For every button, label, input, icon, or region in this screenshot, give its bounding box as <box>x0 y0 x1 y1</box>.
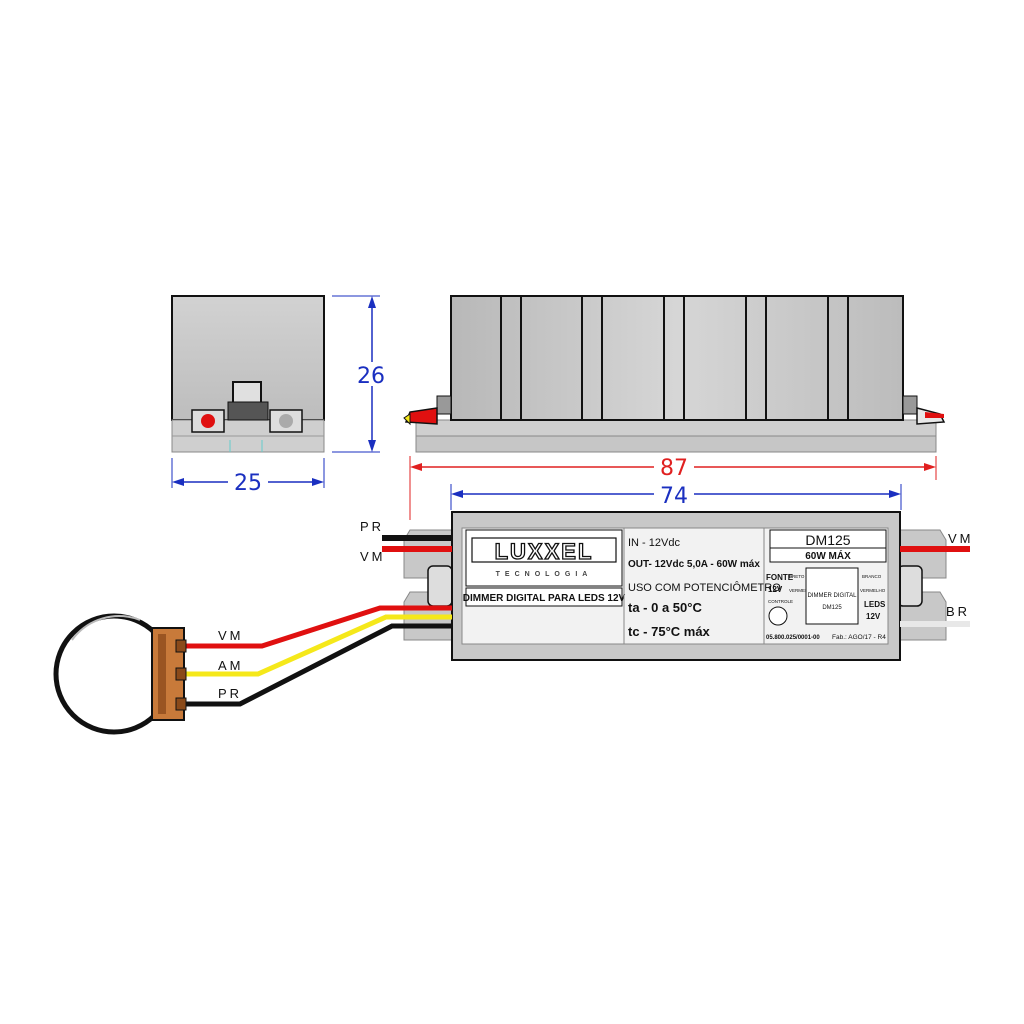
total-length-dimension: 87 <box>409 454 937 520</box>
spec-output: OUT- 12Vdc 5,0A - 60W máx <box>628 559 760 570</box>
label-fonte-v: 12V <box>768 585 783 594</box>
label-leds: LEDS <box>864 600 886 609</box>
brand-subtitle: TECNOLOGIA <box>496 571 593 578</box>
wire-label-output-white: BR <box>946 604 970 619</box>
height-dimension: 26 <box>332 295 392 453</box>
body-length-dimension: 74 <box>450 482 902 510</box>
wire-label-pot-red: VM <box>218 628 244 643</box>
wire-label-pot-black: PR <box>218 686 242 701</box>
brand-logo: LUXXEL <box>495 539 594 564</box>
model-power: 60W MÁX <box>805 549 851 562</box>
spec-ta: ta - 0 a 50°C <box>628 600 702 615</box>
dimmer-top-view: LUXXEL TECNOLOGIA DIMMER DIGITAL PARA LE… <box>403 511 947 661</box>
end-view: 25 <box>171 295 325 496</box>
inner-label-2: DM125 <box>822 605 842 611</box>
serial-number: 05.800.025/0001-00 <box>766 635 820 641</box>
wire-label-input-red: VM <box>360 549 386 564</box>
dim-height: 26 <box>357 364 385 389</box>
potentiometer <box>53 613 187 735</box>
label-leds-v: 12V <box>866 612 881 621</box>
spec-input: IN - 12Vdc <box>628 537 680 549</box>
dim-body-length: 74 <box>660 484 688 509</box>
label-vermelho-out: VERMELHO <box>860 588 886 593</box>
label-vermelho-in: VERMELHO <box>789 588 815 593</box>
dim-total-length: 87 <box>660 456 688 481</box>
pot-black-wire <box>176 623 452 707</box>
gray-terminal-dot <box>279 414 293 428</box>
red-terminal-dot <box>201 414 215 428</box>
fab-date: Fab.: AGO/17 - R4 <box>832 634 886 641</box>
product-title: DIMMER DIGITAL PARA LEDS 12V <box>463 593 626 604</box>
label-controle: CONTROLE <box>768 599 793 604</box>
inner-label-1: DIMMER DIGITAL <box>808 593 858 599</box>
potentiometer-symbol-icon <box>768 606 788 626</box>
label-fonte: FONTE <box>766 573 794 582</box>
label-preto: PRETO <box>789 574 805 579</box>
label-branco: BRANCO <box>862 574 882 579</box>
wire-label-input-black: PR <box>360 519 384 534</box>
side-view <box>403 295 946 453</box>
pot-yellow-wire <box>176 614 452 677</box>
wire-label-pot-yellow: AM <box>218 658 244 673</box>
dim-width: 25 <box>234 471 262 496</box>
pot-red-wire <box>176 605 452 649</box>
wire-label-output-red: VM <box>948 531 974 546</box>
spec-usage: USO COM POTENCIÔMETRO <box>628 581 781 594</box>
model-name: DM125 <box>805 532 850 548</box>
spec-tc: tc - 75°C máx <box>628 624 711 639</box>
wires <box>176 535 970 707</box>
